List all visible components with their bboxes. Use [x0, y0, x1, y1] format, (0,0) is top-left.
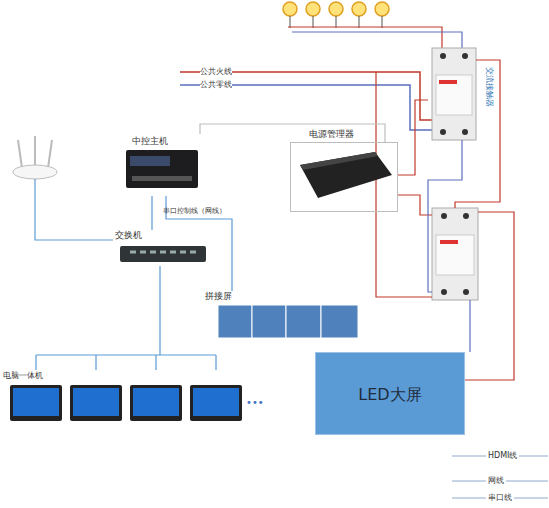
- screw: [440, 129, 446, 135]
- legend-text: 网线: [486, 476, 506, 486]
- monitor: [130, 385, 182, 421]
- contactor: [432, 48, 476, 140]
- node-label: 拼接屏: [205, 291, 232, 302]
- router: [13, 136, 57, 179]
- bulb-wires: [290, 16, 382, 28]
- free-label: 公共火线: [200, 67, 232, 77]
- contactor-body: [432, 48, 476, 140]
- screen-panel: [286, 305, 321, 338]
- bulb: [329, 2, 343, 16]
- led-screen-box: LED大屏: [315, 352, 465, 435]
- antenna: [18, 136, 52, 168]
- screw: [462, 129, 468, 135]
- connector: [398, 100, 428, 175]
- contactor-face: [436, 75, 472, 115]
- brand-mark: [439, 80, 457, 84]
- power-wire: [376, 72, 432, 297]
- free-label: 公共零线: [200, 80, 232, 90]
- screen-panel: [252, 305, 286, 338]
- neutral-wire: [180, 85, 432, 130]
- monitor-group-node: 电脑一体机: [3, 370, 248, 424]
- router-body: [13, 165, 57, 179]
- edge-label: 串口控制线（网线）: [163, 206, 226, 216]
- monitor-screen: [13, 388, 59, 416]
- monitor-screen: [73, 388, 119, 416]
- contactor: [432, 208, 478, 300]
- connector: [151, 196, 152, 230]
- power-top: [300, 152, 378, 170]
- node-label: 电源管理器: [309, 129, 354, 140]
- monitor: [190, 385, 242, 421]
- free-label: •••: [246, 398, 264, 408]
- monitor-screen: [193, 388, 239, 416]
- power-wire: [455, 60, 500, 208]
- brand-mark: [440, 240, 458, 244]
- live-wire: [180, 72, 432, 120]
- lamp-neutral-wire: [292, 32, 462, 48]
- control-host: [126, 150, 198, 188]
- host-ports: [132, 176, 192, 181]
- monitor-screen: [133, 388, 179, 416]
- power-body: [300, 152, 392, 198]
- host-body: [126, 150, 198, 188]
- contactor-face: [436, 235, 474, 275]
- switch-node: 交换机: [113, 230, 210, 266]
- power-manager-node: 电源管理器: [290, 142, 398, 212]
- screen-panel: [321, 305, 358, 338]
- screw: [463, 213, 469, 219]
- node-label: 电脑一体机: [3, 370, 43, 381]
- bulb: [306, 2, 320, 16]
- bulb: [283, 2, 297, 16]
- host-node: 中控主机: [118, 134, 208, 196]
- monitors: [10, 385, 242, 421]
- legend-text: 串口线: [486, 493, 514, 503]
- neutral-wire: [469, 300, 470, 352]
- power-wire: [465, 212, 514, 380]
- legend-line: [452, 456, 548, 498]
- host-panel: [130, 156, 170, 166]
- switch: [120, 246, 206, 262]
- bulb: [375, 2, 389, 16]
- monitor: [10, 385, 62, 421]
- legend-text: HDMI线: [486, 451, 519, 461]
- connector: [200, 124, 385, 142]
- power-manager: [300, 152, 392, 198]
- switch-body: [120, 246, 206, 262]
- screen-panel: [218, 305, 252, 338]
- node-label: LED大屏: [316, 384, 464, 403]
- screw: [463, 289, 469, 295]
- power-wire: [398, 195, 432, 215]
- lamp-live-wire: [288, 27, 442, 48]
- contactor-body: [432, 208, 478, 300]
- switch-ports: [130, 251, 196, 254]
- monitor: [70, 385, 122, 421]
- bulb: [352, 2, 366, 16]
- screw: [462, 53, 468, 59]
- connector: [36, 266, 216, 370]
- screw: [440, 53, 446, 59]
- node-label: 交流接触器: [484, 67, 495, 107]
- screw: [441, 213, 447, 219]
- splicing-screens: [218, 305, 358, 338]
- node-label: 中控主机: [132, 136, 168, 147]
- screw: [441, 289, 447, 295]
- bulbs: [283, 2, 462, 48]
- contactor-node: 交流接触器: [428, 45, 498, 143]
- splice-screen-node: 拼接屏: [203, 291, 363, 341]
- network-wire: [35, 179, 113, 240]
- neutral-wire: [428, 140, 462, 292]
- node-label: 交换机: [115, 230, 142, 241]
